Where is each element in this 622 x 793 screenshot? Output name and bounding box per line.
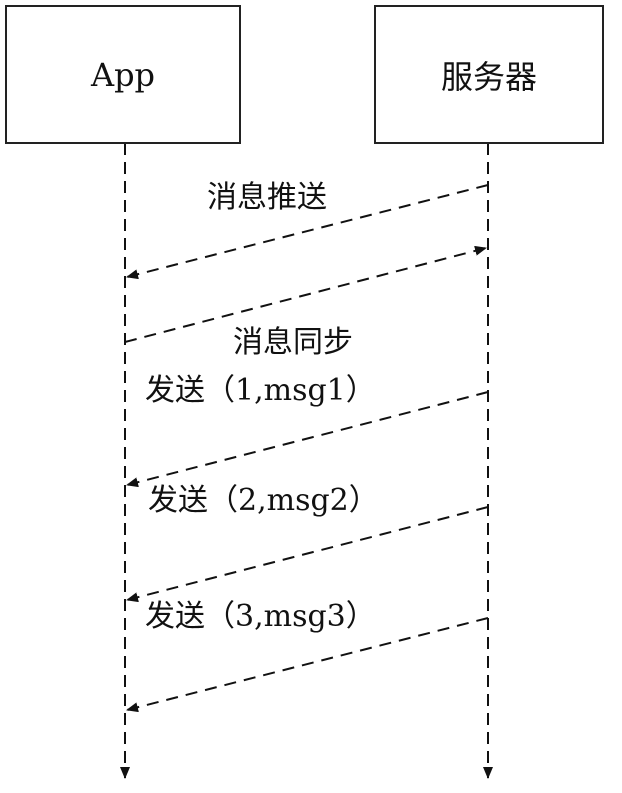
message-label-sync: 消息同步	[233, 325, 353, 360]
message-arrow-send-1	[126, 391, 489, 488]
server-participant-label: 服务器	[440, 57, 537, 96]
message-arrow-push	[126, 184, 489, 280]
server-participant-box: 服务器	[374, 5, 604, 144]
message-arrow-send-3	[126, 617, 489, 713]
message-label-send-1: 发送（1,msg1）	[145, 373, 376, 408]
message-arrow-sync	[124, 245, 487, 343]
app-participant-box: App	[5, 5, 241, 144]
message-label-send-2: 发送（2,msg2）	[148, 483, 379, 518]
message-label-send-3: 发送（3,msg3）	[145, 599, 376, 634]
app-participant-label: App	[90, 55, 156, 94]
message-label-push: 消息推送	[207, 180, 327, 215]
message-arrow-send-2	[126, 506, 489, 603]
